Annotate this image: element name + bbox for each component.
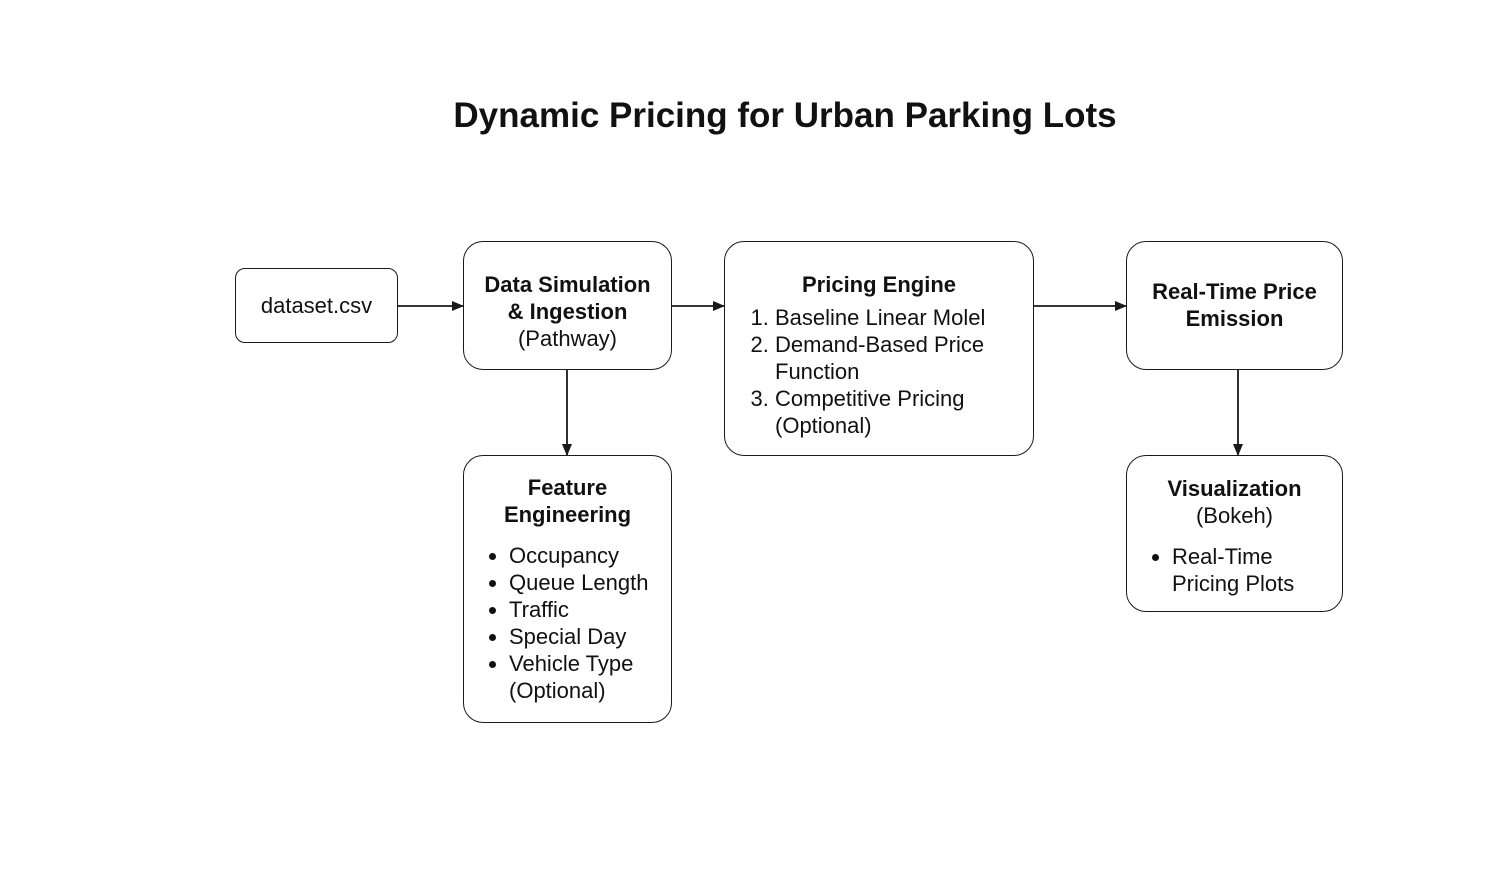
visualization-list: Real-Time Pricing Plots (1127, 543, 1342, 597)
ingestion-subtitle: (Pathway) (517, 326, 618, 351)
visualization-subtitle: (Bokeh) (1195, 503, 1274, 528)
feature-title-line1: Feature (527, 475, 608, 500)
list-item: Competitive Pricing (Optional) (775, 385, 1033, 439)
ingestion-title-line1: Data Simulation (484, 272, 651, 297)
feature-title-line2: Engineering (503, 502, 632, 527)
dataset-label: dataset.csv (260, 293, 373, 318)
feature-engineering-node: Feature Engineering Occupancy Queue Leng… (463, 455, 672, 723)
list-item: Demand-Based Price Function (775, 331, 1033, 385)
pricing-engine-list: Baseline Linear Molel Demand-Based Price… (725, 304, 1033, 439)
list-item: Real-Time Pricing Plots (1172, 543, 1342, 597)
feature-list: Occupancy Queue Length Traffic Special D… (464, 542, 671, 704)
visualization-node: Visualization (Bokeh) Real-Time Pricing … (1126, 455, 1343, 612)
price-emission-node: Real-Time Price Emission (1126, 241, 1343, 370)
list-item: Queue Length (509, 569, 671, 596)
list-item: Baseline Linear Molel (775, 304, 1033, 331)
ingestion-node: Data Simulation & Ingestion (Pathway) (463, 241, 672, 370)
pricing-engine-node: Pricing Engine Baseline Linear Molel Dem… (724, 241, 1034, 456)
visualization-title: Visualization (1167, 476, 1302, 501)
dataset-node: dataset.csv (235, 268, 398, 343)
page-title: Dynamic Pricing for Urban Parking Lots (453, 96, 1117, 135)
list-item: Vehicle Type (Optional) (509, 650, 671, 704)
emission-title-line2: Emission (1185, 306, 1284, 331)
list-item: Special Day (509, 623, 671, 650)
pricing-engine-title: Pricing Engine (801, 272, 957, 297)
list-item: Occupancy (509, 542, 671, 569)
ingestion-title-line2: & Ingestion (507, 299, 628, 324)
list-item: Traffic (509, 596, 671, 623)
emission-title-line1: Real-Time Price (1152, 279, 1317, 304)
